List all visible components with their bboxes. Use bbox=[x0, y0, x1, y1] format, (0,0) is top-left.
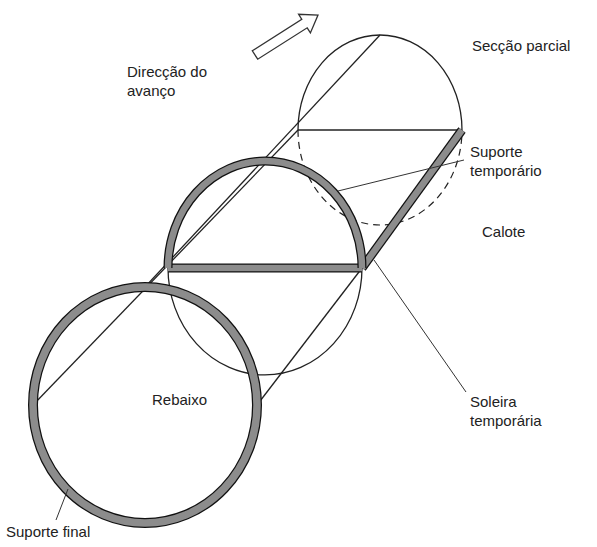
temporary-invert bbox=[168, 130, 462, 268]
advance-arrow bbox=[252, 14, 318, 59]
part-label: Rebaixo bbox=[150, 390, 209, 409]
part-label: Soleira temporária bbox=[468, 392, 582, 430]
part-label: Suporte final bbox=[4, 522, 92, 541]
direction-label: Direcção do avanço bbox=[125, 62, 247, 100]
leader-line bbox=[56, 160, 466, 520]
temporary-support bbox=[168, 161, 362, 268]
part-label: Calote bbox=[480, 222, 527, 241]
final-support-ring bbox=[33, 287, 257, 523]
part-label: Suporte temporário bbox=[468, 142, 582, 180]
section-label: Secção parcial bbox=[470, 36, 572, 55]
